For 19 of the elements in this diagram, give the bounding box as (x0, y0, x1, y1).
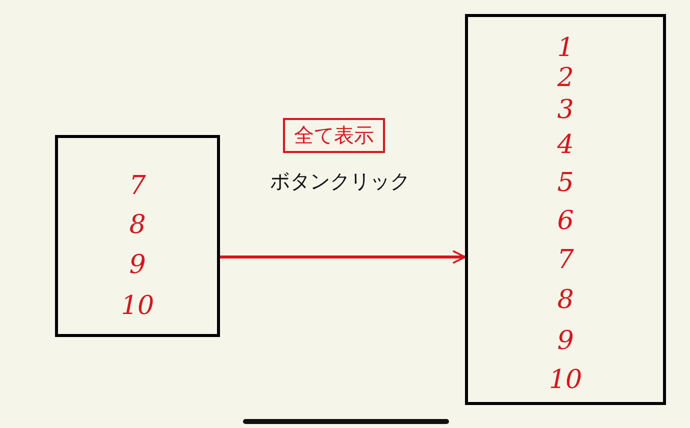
list-number: 7 (129, 171, 146, 201)
list-number: 8 (129, 210, 146, 240)
list-number: 4 (557, 130, 574, 160)
list-number: 9 (557, 326, 574, 356)
list-number: 1 (557, 33, 574, 63)
list-number: 10 (548, 365, 582, 395)
arrow (220, 250, 466, 264)
list-number: 9 (129, 250, 146, 280)
list-number: 5 (557, 168, 574, 198)
list-number: 10 (120, 291, 154, 321)
list-number: 8 (557, 285, 574, 315)
list-number: 6 (557, 206, 574, 236)
list-box (465, 14, 666, 405)
list-number: 3 (557, 95, 574, 125)
caption-text: ボタンクリック (270, 168, 410, 195)
button-sketch: 全て表示 (283, 118, 385, 153)
list-box (55, 135, 220, 337)
list-number: 7 (557, 245, 574, 275)
list-number: 2 (557, 63, 574, 93)
